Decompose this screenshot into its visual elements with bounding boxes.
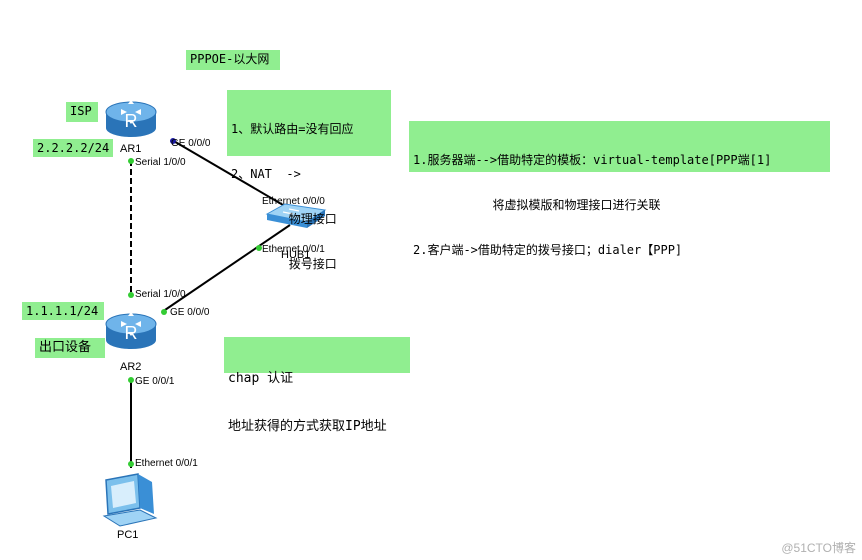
port-dot-ar2-serial [128, 292, 134, 298]
config-line: 1、默认路由=没有回应 [231, 122, 354, 136]
port-label: GE 0/0/0 [171, 138, 211, 149]
port-dot-pc-eth [128, 461, 134, 467]
port-dot-ar1-serial [128, 158, 134, 164]
server-line: 1.服务器端-->借助特定的模板：virtual-template[PPP端[1… [413, 153, 772, 167]
config-note: 1、默认路由=没有回应 2、NAT -> 物理接口 拨号接口 [227, 90, 391, 271]
link-ar1-hub [171, 139, 296, 213]
router-icon[interactable]: R [105, 312, 157, 349]
isp-tag: ISP [66, 102, 98, 122]
port-label: GE 0/0/0 [170, 307, 210, 318]
hub-icon[interactable] [265, 203, 327, 228]
chap-line: chap 认证 [228, 371, 294, 386]
config-line: 拨号接口 [231, 257, 337, 271]
server-line: 将虚拟模版和物理接口进行关联 [413, 198, 661, 212]
pc-icon[interactable] [102, 473, 158, 527]
exit-device-note: 出口设备 [35, 338, 105, 358]
router-icon[interactable]: R [105, 100, 157, 137]
link-hub-ar2 [161, 224, 291, 313]
device-label-ar2: AR2 [120, 361, 142, 373]
port-dot-hub-eth1 [256, 245, 262, 251]
isp-ip-note: 2.2.2.2/24 [33, 139, 113, 157]
port-dot-ar2-ge0 [161, 309, 167, 315]
port-dot-ar2-ge1 [128, 377, 134, 383]
watermark: @51CTO博客 [781, 541, 856, 555]
ar2-ip-note: 1.1.1.1/24 [22, 302, 104, 320]
server-line: 2.客户端->借助特定的拨号接口；dialer【PPP] [413, 243, 683, 257]
port-label: GE 0/0/1 [135, 376, 175, 387]
server-note: 1.服务器端-->借助特定的模板：virtual-template[PPP端[1… [409, 121, 830, 257]
port-dot-ar1-ge [170, 138, 176, 144]
port-label: Ethernet 0/0/0 [262, 196, 325, 207]
device-label-ar1: AR1 [120, 143, 142, 155]
port-label: Ethernet 0/0/1 [262, 244, 325, 255]
config-line: 物理接口 [231, 212, 337, 226]
port-label: Ethernet 0/0/1 [135, 458, 198, 469]
port-label: Serial 1/0/0 [135, 157, 186, 168]
title-note: PPPOE-以大网 [186, 50, 280, 70]
config-line: 2、NAT -> [231, 167, 301, 181]
chap-note: chap 认证 地址获得的方式获取IP地址 [224, 337, 410, 434]
device-label-hub: HUB1 [281, 249, 311, 261]
port-label: Serial 1/0/0 [135, 289, 186, 300]
device-label-pc: PC1 [117, 529, 139, 541]
chap-line: 地址获得的方式获取IP地址 [228, 419, 387, 434]
